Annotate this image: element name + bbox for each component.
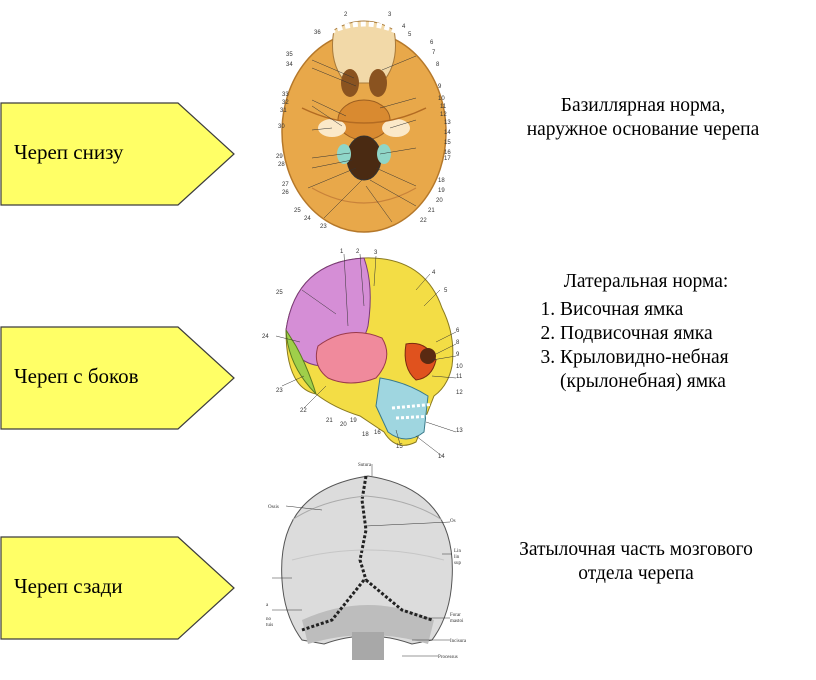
svg-text:35: 35	[286, 52, 293, 58]
description-line: отдела черепа	[578, 563, 694, 584]
svg-text:8: 8	[456, 340, 460, 346]
arrow-shape	[0, 102, 235, 206]
svg-text:4: 4	[432, 270, 436, 276]
description-line: Базиллярная норма,	[560, 95, 726, 116]
svg-text:Forar: Forar	[450, 613, 461, 618]
svg-text:29: 29	[276, 154, 283, 160]
arrow-label: Череп сзади	[14, 574, 123, 598]
svg-text:27: 27	[282, 182, 289, 188]
arrow-shape	[0, 536, 235, 640]
svg-text:a: a	[266, 603, 269, 608]
description-heading: Латеральная норма:	[563, 271, 729, 292]
svg-text:20: 20	[436, 198, 443, 204]
svg-text:17: 17	[444, 156, 451, 162]
svg-text:21: 21	[428, 208, 435, 214]
svg-text:Incisura: Incisura	[450, 639, 467, 644]
svg-text:13: 13	[456, 428, 463, 434]
svg-text:4: 4	[402, 24, 406, 30]
svg-text:25: 25	[276, 290, 283, 296]
list-item: Височная ямка	[560, 298, 780, 322]
svg-text:Processus: Processus	[438, 655, 458, 660]
list-item: Крыловидно-небная (крылонебная) ямка	[560, 346, 780, 394]
svg-text:Ossis: Ossis	[268, 505, 279, 510]
svg-text:14: 14	[444, 130, 451, 136]
svg-text:15: 15	[444, 140, 451, 146]
arrow-shape	[0, 326, 235, 430]
svg-text:36: 36	[314, 30, 321, 36]
svg-text:11: 11	[440, 104, 447, 110]
svg-text:7: 7	[432, 50, 436, 56]
description-lateral: Латеральная норма: Височная ямка Подвисо…	[520, 270, 780, 394]
svg-text:32: 32	[282, 100, 289, 106]
svg-text:12: 12	[456, 390, 463, 396]
arrow-skull-back: Череп сзади	[0, 536, 236, 640]
description-posterior: Затылочная часть мозгового отдела черепа	[486, 538, 786, 586]
svg-text:34: 34	[286, 62, 293, 68]
svg-text:5: 5	[444, 288, 448, 294]
svg-text:10: 10	[438, 96, 445, 102]
svg-text:no: no	[266, 617, 272, 622]
svg-text:tuis: tuis	[266, 623, 273, 628]
arrow-label: Череп с боков	[14, 364, 139, 388]
arrow-label: Череп снизу	[14, 140, 124, 164]
svg-text:18: 18	[438, 178, 445, 184]
svg-text:12: 12	[440, 112, 447, 118]
svg-text:22: 22	[300, 408, 307, 414]
svg-text:mastoi: mastoi	[450, 619, 464, 624]
svg-text:28: 28	[278, 162, 285, 168]
svg-text:13: 13	[444, 120, 451, 126]
svg-text:2: 2	[356, 249, 360, 255]
svg-text:6: 6	[430, 40, 434, 46]
svg-text:24: 24	[304, 216, 311, 222]
svg-text:9: 9	[456, 352, 460, 358]
svg-text:23: 23	[276, 388, 283, 394]
description-line: наружное основание черепа	[526, 119, 760, 140]
description-line: Затылочная часть мозгового	[519, 539, 753, 560]
description-list: Височная ямка Подвисочная ямка Крыловидн…	[520, 298, 780, 394]
svg-text:21: 21	[326, 418, 333, 424]
svg-text:14: 14	[438, 454, 445, 460]
svg-text:9: 9	[438, 84, 442, 90]
svg-text:3: 3	[388, 12, 392, 18]
svg-text:22: 22	[420, 218, 427, 224]
svg-text:Os: Os	[450, 519, 456, 524]
list-item: Подвисочная ямка	[560, 322, 780, 346]
svg-text:lin: lin	[454, 555, 460, 560]
svg-text:20: 20	[340, 422, 347, 428]
svg-text:15: 15	[396, 444, 403, 450]
svg-text:Lin: Lin	[454, 549, 461, 554]
svg-text:23: 23	[320, 224, 327, 230]
svg-text:10: 10	[456, 364, 463, 370]
svg-text:1: 1	[340, 249, 344, 255]
svg-text:30: 30	[278, 124, 285, 130]
svg-text:31: 31	[280, 108, 287, 114]
arrow-skull-bottom: Череп снизу	[0, 102, 236, 206]
svg-text:18: 18	[362, 432, 369, 438]
svg-text:11: 11	[456, 374, 463, 380]
svg-text:19: 19	[350, 418, 357, 424]
svg-text:19: 19	[438, 188, 445, 194]
svg-text:16: 16	[444, 150, 451, 156]
svg-text:25: 25	[294, 208, 301, 214]
svg-text:16: 16	[374, 430, 381, 436]
svg-text:24: 24	[262, 334, 269, 340]
svg-text:5: 5	[408, 32, 412, 38]
description-basilar: Базиллярная норма, наружное основание че…	[498, 94, 788, 142]
svg-text:6: 6	[456, 328, 460, 334]
svg-text:2: 2	[344, 12, 348, 18]
svg-text:sup: sup	[454, 561, 461, 566]
svg-text:26: 26	[282, 190, 289, 196]
svg-text:33: 33	[282, 92, 289, 98]
svg-text:3: 3	[374, 250, 378, 256]
svg-text:8: 8	[436, 62, 440, 68]
svg-text:Sutura: Sutura	[358, 463, 372, 468]
arrow-skull-side: Череп с боков	[0, 326, 236, 430]
